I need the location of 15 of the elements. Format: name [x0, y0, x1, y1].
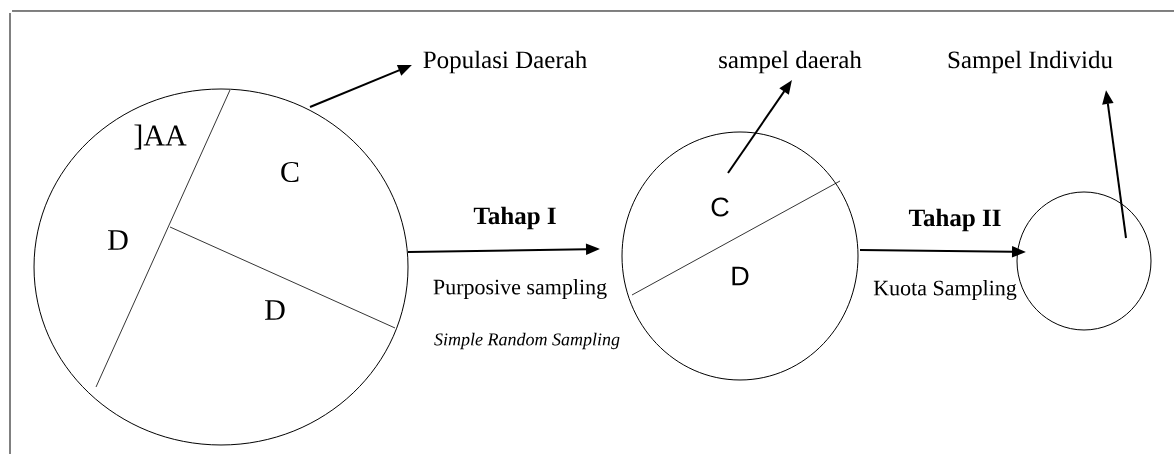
method-label: Kuota Sampling	[873, 280, 1017, 300]
region-label: D	[265, 300, 285, 320]
text-label: Populasi Daerah	[423, 50, 587, 74]
method-label: Simple Random Sampling	[434, 332, 620, 350]
edge-label: Tahap II	[907, 207, 1003, 233]
edge-label: Tahap I	[472, 205, 558, 231]
circle	[1016, 191, 1152, 331]
text-label: Sampel Individu	[948, 50, 1113, 74]
region-label: ]AA	[134, 124, 187, 150]
region-label: D	[108, 230, 128, 250]
region-label: C	[281, 161, 299, 183]
region-label: C	[711, 197, 729, 217]
text-label: sampel daerah	[719, 50, 862, 74]
method-label: Purposive sampling	[433, 279, 607, 299]
region-label: D	[732, 266, 749, 286]
